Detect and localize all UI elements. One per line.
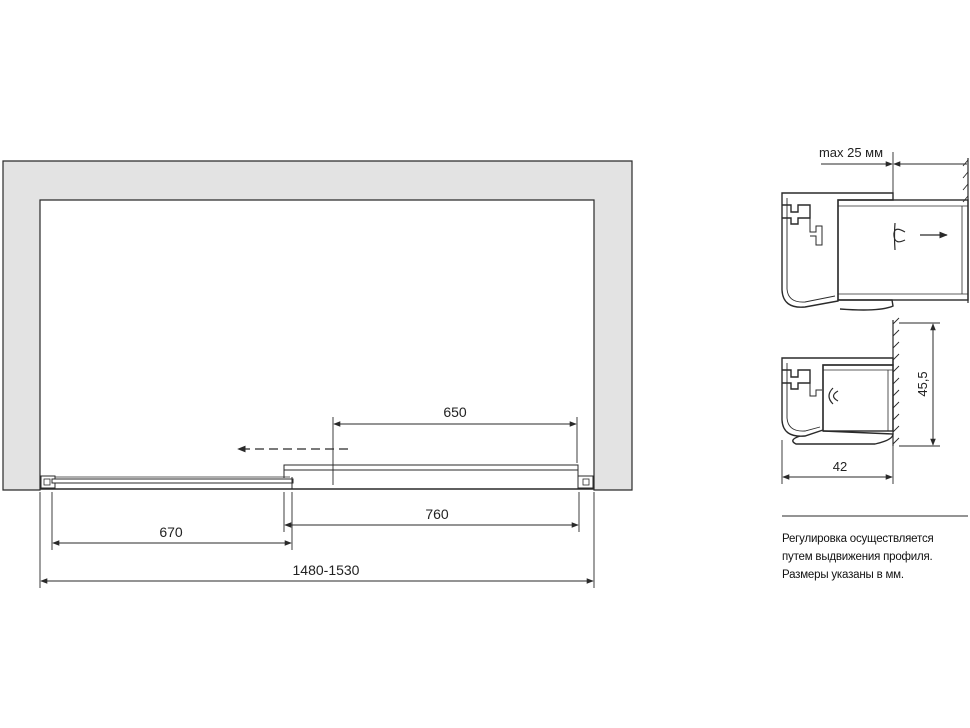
sliding-door <box>283 464 579 471</box>
dimension-sliding-door-label: 760 <box>425 506 449 522</box>
profile-closed-bottom-lip <box>792 430 894 445</box>
profile-teeth-upper <box>782 204 811 225</box>
note-line-1: Регулировка осуществляется <box>782 533 934 545</box>
profile-max-extension-label: max 25 мм <box>819 145 883 160</box>
profile-width-label: 42 <box>833 459 847 474</box>
note-line-3: Размеры указаны в мм. <box>782 569 904 581</box>
notes-block: Регулировка осуществляется путем выдвиже… <box>782 530 970 584</box>
right-wall-profile <box>577 475 594 489</box>
profile-closed-insert <box>822 364 894 432</box>
profile-teeth-lower <box>809 218 823 246</box>
profile-closed-inner-line <box>786 363 821 432</box>
right-profile-inner <box>582 478 590 486</box>
dimension-total: 1480-1530 <box>39 492 595 588</box>
profile-inner-line <box>786 198 836 303</box>
profile-clip-icon <box>893 222 906 251</box>
dimension-total-label: 1480-1530 <box>293 562 360 578</box>
dimension-opening-label: 650 <box>443 404 467 420</box>
dimension-opening: 650 <box>332 404 578 485</box>
profile-sliding-insert <box>837 199 969 301</box>
profile-closed-teeth <box>782 369 811 390</box>
profile-bottom-lip <box>838 299 894 311</box>
front-view: 650 670 760 1480-1530 <box>2 160 633 588</box>
note-line-2: путем выдвижения профиля. <box>782 551 933 563</box>
dimension-fixed-panel-label: 670 <box>159 524 183 540</box>
profile-closed-teeth-lower <box>809 383 822 397</box>
profile-wall-hatch <box>962 159 969 203</box>
profile-height-label: 45,5 <box>915 371 930 396</box>
left-profile-inner <box>43 478 51 486</box>
dimension-fixed-panel: 670 <box>51 492 293 550</box>
profile-closed-wall-hatch <box>892 317 900 445</box>
profile-detail-closed <box>781 317 940 484</box>
fixed-panel <box>51 478 294 484</box>
profile-detail-extended <box>781 152 969 311</box>
wall-frame <box>2 160 633 491</box>
dimension-sliding-door: 760 <box>283 492 580 532</box>
profile-closed-clip-icon <box>828 387 839 405</box>
